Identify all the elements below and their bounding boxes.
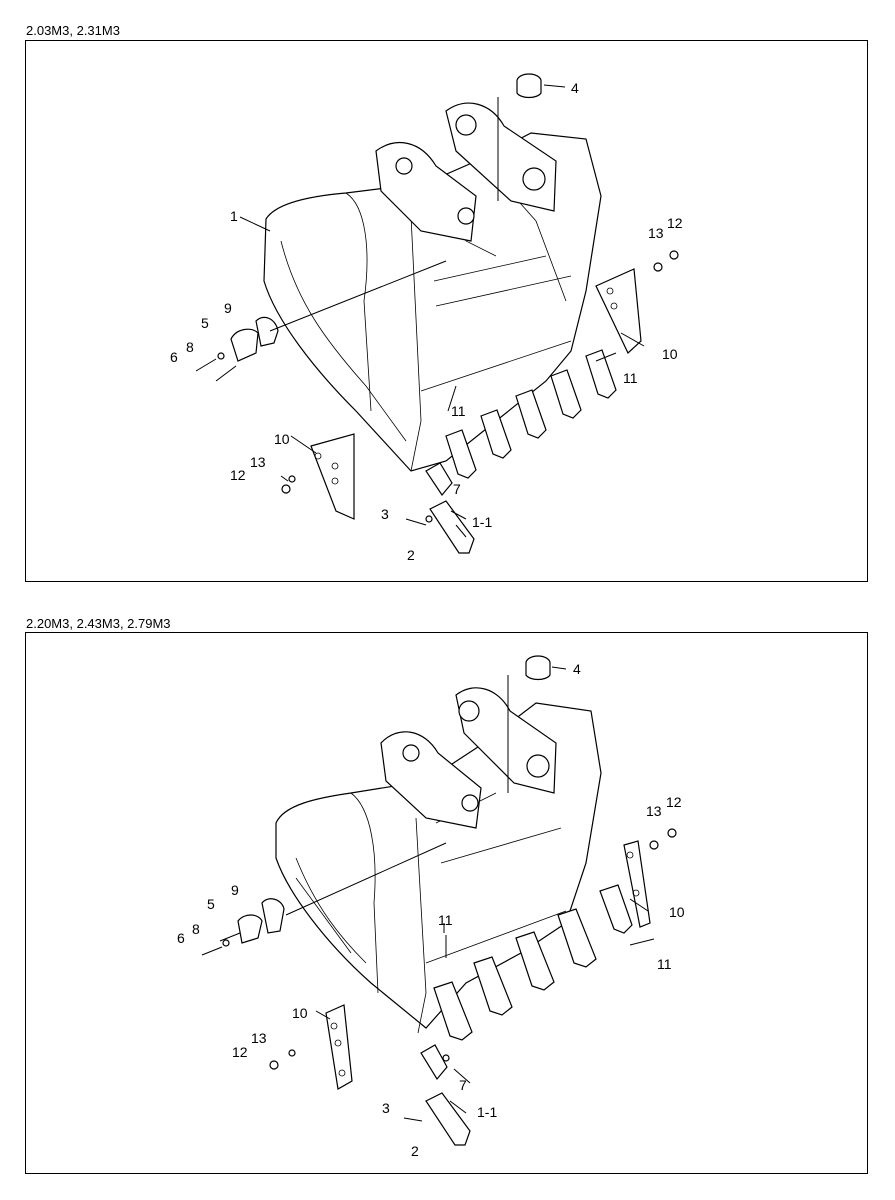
callout-4: 4 [573,661,581,677]
side-plates-left [195,316,279,382]
callout-12-left: 12 [232,1044,248,1060]
callout-2: 2 [407,547,415,563]
callout-11-left: 11 [438,912,453,928]
callout-5: 5 [201,315,209,331]
leader-lines [239,84,645,538]
callout-10-right: 10 [669,904,685,920]
callout-1-1: 1-1 [477,1104,497,1120]
callout-13-right: 13 [646,803,662,819]
side-cutter-left [310,433,355,520]
callout-9: 9 [231,882,239,898]
callout-1-1: 1-1 [472,514,492,530]
bucket-drawing-1: 1 1-1 2 3 4 5 6 7 8 9 10 10 11 11 12 12 … [170,73,683,563]
callout-6: 6 [177,930,185,946]
callout-4: 4 [571,80,579,96]
side-cutter-left [325,1004,353,1090]
panel-2-diagram: 1-1 2 3 4 5 6 7 8 9 10 10 11 11 12 12 13… [25,632,868,1174]
side-cutter-right [595,268,642,354]
hardware-small [281,250,679,494]
callout-10-right: 10 [662,346,678,362]
side-cutter-right [623,840,651,928]
adapter-and-tooth [405,462,475,554]
callout-10-left: 10 [274,431,290,447]
bucket-teeth [433,884,633,1041]
pin-bushing [516,73,542,99]
callout-13-left: 13 [250,454,266,470]
callout-12-left: 12 [230,467,246,483]
callout-10-left: 10 [292,1005,308,1021]
callout-3: 3 [382,1100,390,1116]
callout-13-left: 13 [251,1030,267,1046]
hinge-brackets [375,102,557,242]
panel-1-caption: 2.03M3, 2.31M3 [26,23,120,38]
callout-3: 3 [381,506,389,522]
panel-1-diagram: 1 1-1 2 3 4 5 6 7 8 9 10 10 11 11 12 12 … [25,40,868,582]
callout-12-right: 12 [666,794,682,810]
callout-2: 2 [411,1143,419,1159]
callout-1: 1 [230,208,238,224]
callout-7: 7 [453,481,461,497]
callout-8: 8 [192,921,200,937]
side-plates-left [201,898,285,956]
callout-6: 6 [170,349,178,365]
bucket-body [263,132,602,472]
hardware-small [269,828,677,1070]
leader-lines [285,666,649,1114]
callout-12-right: 12 [667,215,683,231]
bucket-drawing-2: 1-1 2 3 4 5 6 7 8 9 10 10 11 11 12 12 13… [177,655,685,1159]
callout-11-left: 11 [451,403,466,419]
callout-7: 7 [459,1077,467,1093]
callout-5: 5 [207,896,215,912]
adapter-and-tooth [403,1044,471,1146]
callout-11-right: 11 [657,956,672,972]
pin-bushing [525,655,551,681]
callout-8: 8 [186,339,194,355]
panel-2-caption: 2.20M3, 2.43M3, 2.79M3 [26,616,171,631]
callout-13-right: 13 [648,225,664,241]
callout-9: 9 [224,300,232,316]
hinge-brackets [380,687,557,829]
callout-11-right: 11 [623,370,638,386]
bucket-teeth [445,349,617,479]
